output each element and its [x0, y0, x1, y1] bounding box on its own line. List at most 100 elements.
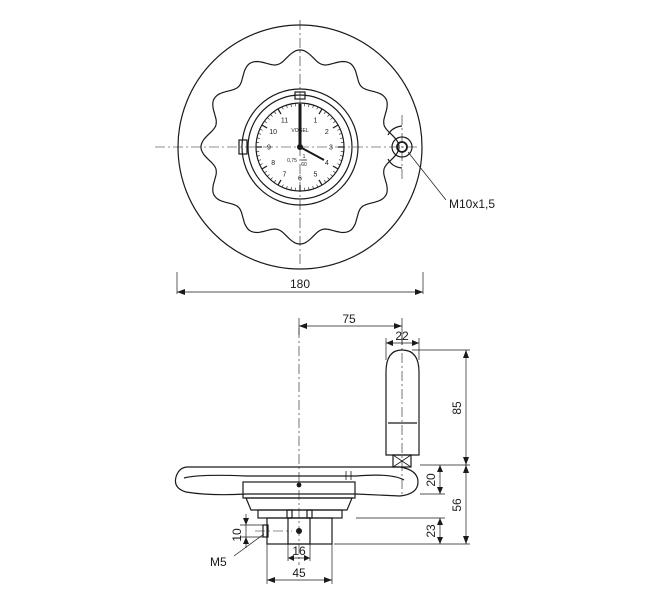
- crank-handle-grip: [385, 349, 420, 456]
- dim-10-arrow-bottom: [243, 537, 249, 544]
- indicator-lug-left: [286, 509, 293, 519]
- handwheel-side-profile: [174, 466, 419, 497]
- dial-tick: [261, 124, 268, 129]
- dim-75-arrow-right: [394, 323, 402, 329]
- dial-tick: [261, 165, 268, 170]
- dial-number: 7: [283, 171, 287, 178]
- dim-23-arrow-bottom: [437, 537, 443, 544]
- dim-10-label: 10: [230, 528, 244, 542]
- thread-leader-line: [407, 151, 447, 201]
- dial-tick: [259, 163, 263, 166]
- dial-tick: [312, 185, 314, 189]
- dial-tick: [273, 179, 277, 183]
- indicator-bezel-mid: [247, 94, 353, 200]
- dial-tick: [277, 179, 282, 186]
- dial-number: 1: [314, 118, 318, 125]
- handwheel-side-inner: [183, 474, 405, 481]
- dial-number: 8: [271, 160, 275, 167]
- dim-22-label: 22: [395, 329, 409, 343]
- thread-label: M10x1,5: [449, 197, 495, 211]
- dial-tick: [286, 185, 288, 189]
- dim-56-arrow-top: [463, 465, 469, 473]
- dial-tick: [318, 179, 323, 186]
- dial-tick: [267, 117, 270, 120]
- dial-tick: [270, 177, 273, 180]
- dim-56-arrow-bottom: [463, 536, 469, 544]
- dial-tick: [281, 184, 284, 188]
- dial-tick: [332, 120, 336, 124]
- dim-180-arrow-right: [415, 289, 423, 295]
- dial-tick: [340, 155, 344, 157]
- dial-tick: [332, 124, 339, 129]
- dial-tick: [264, 170, 268, 174]
- dim-75-label: 75: [342, 312, 356, 326]
- dial-tick: [338, 159, 342, 161]
- dial-tick: [281, 106, 284, 110]
- dial-tick: [327, 114, 330, 117]
- dial-tick: [308, 187, 310, 191]
- dim-45-arrow-right: [324, 577, 332, 583]
- dim-20-arrow-bottom: [437, 487, 443, 494]
- dial-tick: [332, 170, 336, 174]
- dim-85-arrow-bottom: [463, 457, 469, 465]
- dial-tick: [316, 184, 319, 188]
- dim-16-arrow-right: [304, 555, 310, 561]
- dial-tick: [327, 177, 330, 180]
- dim-10-arrow-top: [243, 518, 249, 525]
- dim-45-arrow-left: [267, 577, 275, 583]
- crank-boss: [387, 125, 403, 169]
- dial-number: 6: [298, 176, 302, 183]
- indicator-top-mark: [294, 91, 306, 100]
- dim-16-arrow-left: [288, 555, 294, 561]
- dial-tick: [308, 103, 310, 107]
- dial-tick: [270, 114, 273, 117]
- hub-set-screw: [296, 528, 302, 534]
- dial-tick: [256, 137, 260, 139]
- dial-tick: [340, 137, 344, 139]
- dim-20-arrow-top: [437, 465, 443, 472]
- dial-hub: [297, 144, 303, 150]
- dial-tick: [264, 120, 268, 124]
- dial-tick: [258, 133, 262, 135]
- dial-tick: [290, 187, 292, 191]
- dial-tick: [286, 105, 288, 109]
- dim-20-label: 20: [424, 473, 438, 487]
- dim-75-arrow-left: [299, 323, 307, 329]
- dim-180-label: 180: [290, 277, 310, 291]
- dim-85-label: 85: [450, 401, 464, 415]
- dial-tick: [338, 133, 342, 135]
- dim-85-arrow-top: [463, 350, 469, 358]
- dial-number: 5: [314, 171, 318, 178]
- dim-56-label: 56: [450, 498, 464, 512]
- set-screw-left: [262, 524, 269, 538]
- dial-tick: [316, 106, 319, 110]
- dial-number: 9: [267, 145, 271, 152]
- m5-leader: [233, 533, 265, 557]
- dial-tick: [323, 179, 327, 183]
- dial-tick: [290, 103, 292, 107]
- indicator-base-plate: [245, 497, 353, 511]
- dial-tick: [332, 165, 339, 170]
- dial-tick: [337, 163, 341, 166]
- indicator-bezel-outer: [241, 88, 359, 206]
- dim-22-arrow-right: [412, 340, 419, 346]
- dial-tick: [256, 155, 260, 157]
- dial-fraction-den: 60: [301, 162, 307, 168]
- side-view: 75 22 85 20 56 23: [174, 312, 470, 584]
- m5-label: M5: [210, 555, 227, 569]
- dial-pointer-short: [299, 146, 325, 161]
- dial-fraction-num: 1: [303, 154, 306, 160]
- dial-tick: [258, 159, 262, 161]
- dial-tick: [312, 105, 314, 109]
- dial-number: 10: [269, 129, 277, 136]
- dial-number: 3: [329, 145, 333, 152]
- dim-23-label: 23: [424, 524, 438, 538]
- dial-number: 4: [325, 160, 329, 167]
- dial-number: 11: [281, 118, 288, 125]
- dim-180-arrow-left: [177, 289, 185, 295]
- dim-45-label: 45: [292, 566, 306, 580]
- dial-tick: [318, 108, 323, 115]
- dial-tick: [267, 174, 270, 177]
